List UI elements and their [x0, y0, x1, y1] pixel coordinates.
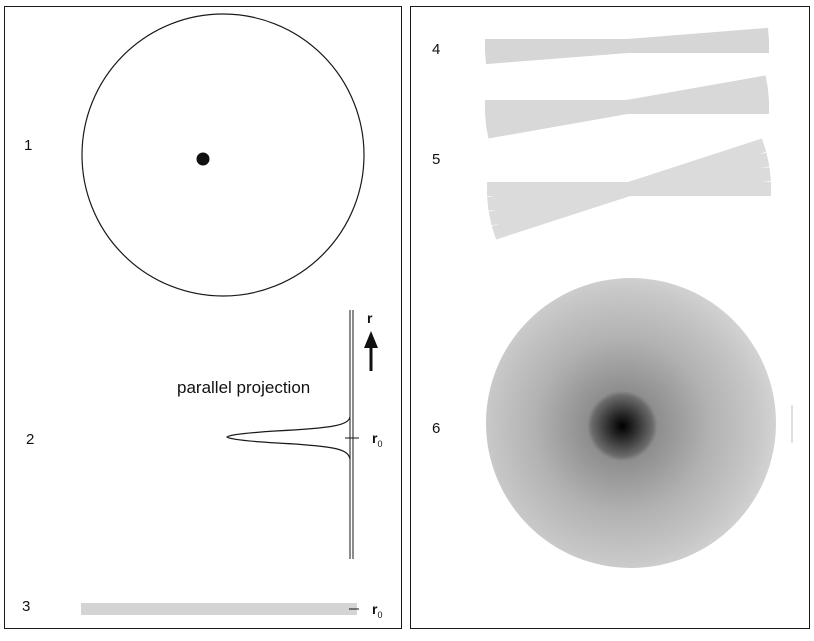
- step-label-2: 2: [26, 431, 35, 448]
- left-panel-drawing: [81, 13, 378, 615]
- point-source: [196, 152, 210, 166]
- projection-profile: [226, 416, 351, 460]
- beams-step5: [484, 75, 770, 139]
- beam-6d: [491, 138, 767, 240]
- reconstruction-disk: [486, 278, 776, 568]
- step-label-4: 4: [432, 41, 441, 58]
- r-arrow-head: [364, 331, 378, 348]
- r0-label-sub: 0: [377, 438, 383, 449]
- left-panel: 1 2 3 parallel projection r r0 r0: [4, 6, 402, 629]
- step-label-6: 6: [432, 420, 441, 437]
- beams-step5b: [487, 138, 771, 240]
- r-axis-label: r: [367, 310, 373, 326]
- r0-label-strip-sub: 0: [377, 609, 383, 620]
- step-label-1: 1: [24, 137, 33, 154]
- r0-label-strip: r0: [372, 601, 382, 620]
- right-panel: 4 5 6: [410, 6, 810, 629]
- backprojection-strip: [81, 603, 357, 615]
- r0-label-main: r: [372, 430, 378, 446]
- step-label-5: 5: [432, 151, 441, 168]
- right-panel-drawing: [484, 27, 793, 568]
- object-circle: [81, 13, 365, 297]
- step-label-3: 3: [22, 598, 31, 615]
- beam-4b: [484, 27, 770, 65]
- r0-label: r0: [372, 430, 382, 449]
- r0-label-strip-main: r: [372, 601, 378, 617]
- parallel-projection-caption: parallel projection: [177, 378, 311, 397]
- beams-step4: [484, 27, 770, 65]
- beam-5c: [485, 75, 769, 139]
